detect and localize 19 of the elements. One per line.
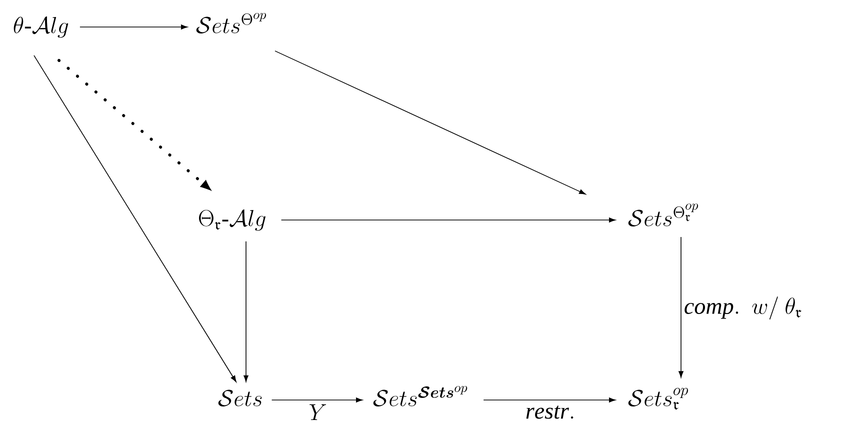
math-object: $\mathcal{S}ets^{\Theta^{op}}$	[196, 12, 266, 34]
math-object: $\mathcal{S}ets$	[218, 390, 262, 406]
arrow	[274, 50, 586, 194]
arrow	[483, 398, 616, 402]
arrow	[58, 58, 212, 192]
arrow	[280, 218, 616, 222]
arrow	[244, 241, 248, 382]
math-object: $\Theta_{\mathfrak{r}}\text{-}\mathcal{A}lg$	[199, 209, 266, 231]
edge-label: $\mathit{restr.}$	[526, 406, 574, 419]
arrow	[34, 55, 236, 382]
math-object: $\mathcal{S}ets^{\boldsymbol{\mathcal{S}ets}^{op}}$	[373, 386, 468, 406]
edge-label: $\mathit{comp.}\ \ w/\ \theta_{\mathfrak{r}}$	[684, 296, 802, 320]
edge-label: $Y$	[310, 404, 326, 420]
math-object: $\theta\text{-}\mathcal{A}lg$	[14, 16, 68, 38]
arrow	[678, 236, 684, 378]
arrow	[271, 398, 363, 402]
arrow	[80, 24, 188, 30]
math-object: $\mathcal{S}ets^{\Theta_{\mathfrak{r}}^{op}}$	[628, 204, 698, 226]
math-object: $\mathcal{S}ets_{\mathfrak{r}}^{op}$	[628, 388, 688, 410]
